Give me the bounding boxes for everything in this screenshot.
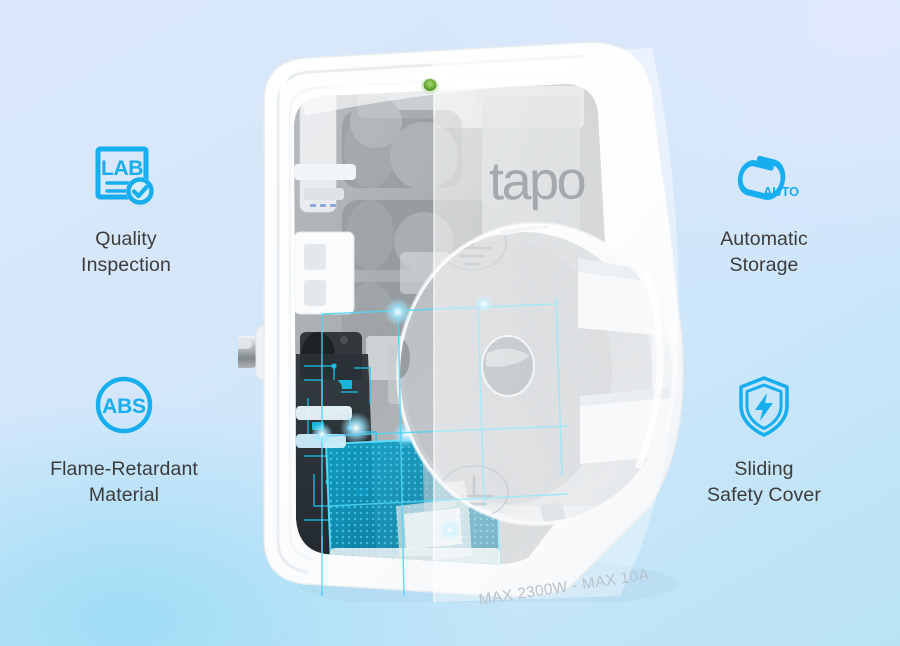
paperclip-auto-icon: AUTO xyxy=(737,155,799,200)
feature-caption: Flame-Retardant Material xyxy=(50,458,198,506)
translucent-front-panel xyxy=(433,48,679,602)
feature-automatic-storage: AUTO Automatic Storage xyxy=(649,141,879,279)
feature-caption: Sliding Safety Cover xyxy=(707,458,821,506)
shield-bolt-icon xyxy=(739,376,789,437)
led-indicator xyxy=(421,78,439,94)
feature-quality-inspection: LAB Quality Inspection xyxy=(11,141,241,279)
svg-text:AUTO: AUTO xyxy=(763,184,799,199)
connector-block xyxy=(294,231,355,315)
abs-circle-icon: ABS xyxy=(95,376,153,434)
feature-caption: Automatic Storage xyxy=(720,228,808,276)
svg-text:LAB: LAB xyxy=(101,157,143,180)
feature-flame-retardant: ABS Flame-Retardant Material xyxy=(9,371,239,509)
lab-document-check-icon: LAB xyxy=(95,146,154,205)
svg-text:ABS: ABS xyxy=(102,395,146,418)
feature-sliding-safety-cover: Sliding Safety Cover xyxy=(649,371,879,509)
product-image: tapo MAX 2300W - MAX 10A xyxy=(238,36,692,609)
feature-caption: Quality Inspection xyxy=(81,228,171,276)
